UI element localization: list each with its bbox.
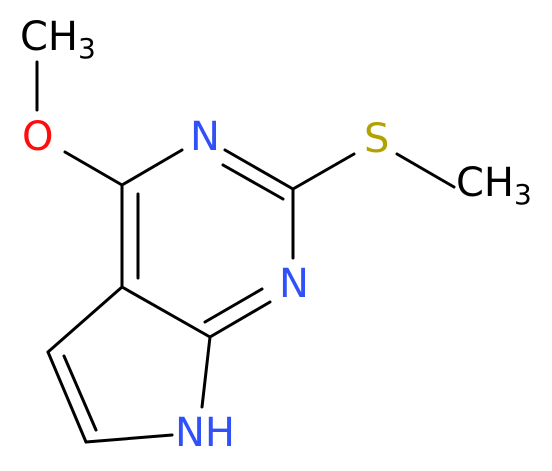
bonds xyxy=(35,60,456,444)
bond-c2-s xyxy=(291,152,356,191)
sulfur-label: S xyxy=(364,116,389,162)
thio-ch3-label: CH3 xyxy=(456,160,532,211)
bond-n3-c2-inner xyxy=(221,163,285,201)
bond-c3-c2p-inner xyxy=(62,354,98,432)
atom-labels: CH3 O N N S CH3 NH xyxy=(20,14,532,456)
oxygen-label: O xyxy=(22,114,53,160)
bond-c3a-c3 xyxy=(46,285,124,354)
methoxy-ch3-label: CH3 xyxy=(20,14,96,65)
bond-n7-c7a xyxy=(200,335,212,409)
bond-c7a-c3a xyxy=(120,285,212,339)
nitrogen-n3-label: N xyxy=(190,114,220,160)
nitrogen-n1-label: N xyxy=(279,261,309,307)
bond-c3-c2p xyxy=(46,350,88,444)
bond-n1-c7a xyxy=(208,300,272,339)
bond-c2p-n7 xyxy=(84,433,174,444)
bond-n1-c7a-inner xyxy=(203,287,264,324)
nh-label: NH xyxy=(175,410,235,456)
bond-s-ch3 xyxy=(395,152,456,189)
bond-n3-c2 xyxy=(223,148,295,191)
bond-o-c4 xyxy=(63,150,124,187)
bond-c4-n3 xyxy=(120,148,184,187)
